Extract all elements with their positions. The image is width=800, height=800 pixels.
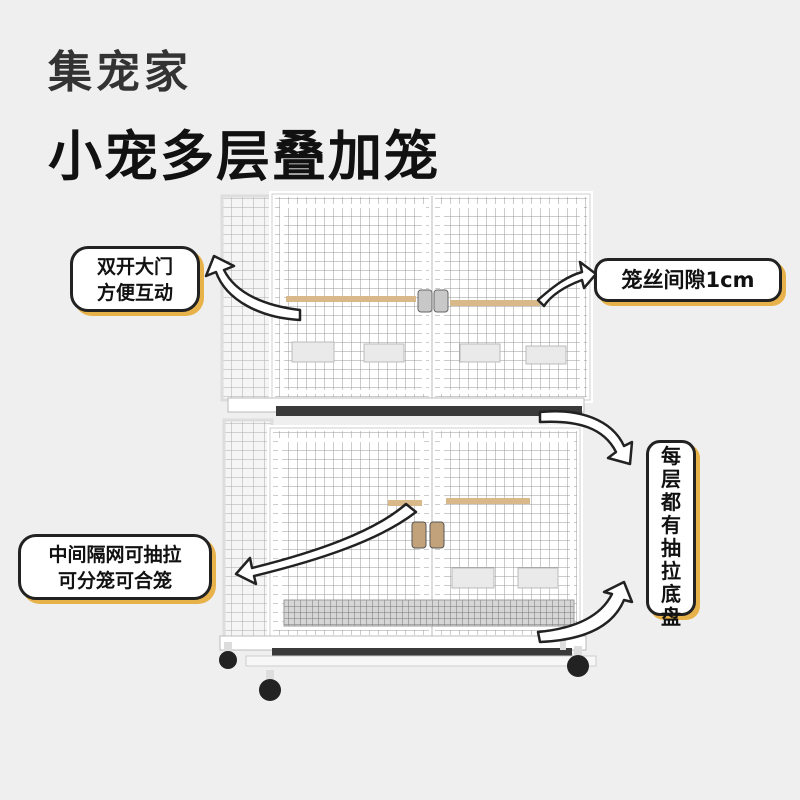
callout-pull-out-tray-char: 抽 [661, 536, 681, 560]
caster-wheel-icon [219, 640, 589, 701]
page-title: 小宠多层叠加笼 [48, 125, 440, 188]
callout-pull-out-tray-char: 都 [661, 490, 681, 514]
callout-divider-mesh-line1: 中间隔网可抽拉 [48, 544, 182, 566]
callout-divider-mesh: 中间隔网可抽拉 可分笼可合笼 [18, 534, 212, 600]
callout-divider-mesh-line2: 可分笼可合笼 [57, 570, 172, 592]
callout-double-doors: 双开大门 方便互动 [70, 246, 200, 312]
callout-wire-gap: 笼丝间隙1cm [594, 258, 782, 302]
callout-pull-out-tray: 每 层 都 有 抽 拉 底 盘 [646, 440, 696, 629]
callout-pull-out-tray-char: 层 [661, 467, 681, 491]
curved-arrow-icon [204, 254, 634, 644]
callout-pull-out-tray-char: 每 [661, 444, 681, 468]
callout-double-doors-line1: 双开大门 [96, 256, 173, 278]
brand-logo: 集宠家 [48, 47, 192, 98]
door-latch-icon[interactable] [411, 521, 445, 549]
upper-cage [220, 191, 593, 416]
callout-pull-out-tray-char: 底 [661, 582, 681, 606]
callout-pull-out-tray-char: 盘 [661, 605, 681, 629]
callout-pull-out-tray-char: 有 [661, 513, 681, 537]
callout-pull-out-tray-char: 拉 [661, 559, 681, 583]
callout-double-doors-line2: 方便互动 [96, 282, 173, 304]
door-latch-icon[interactable] [417, 289, 449, 313]
lower-cage [219, 418, 597, 667]
